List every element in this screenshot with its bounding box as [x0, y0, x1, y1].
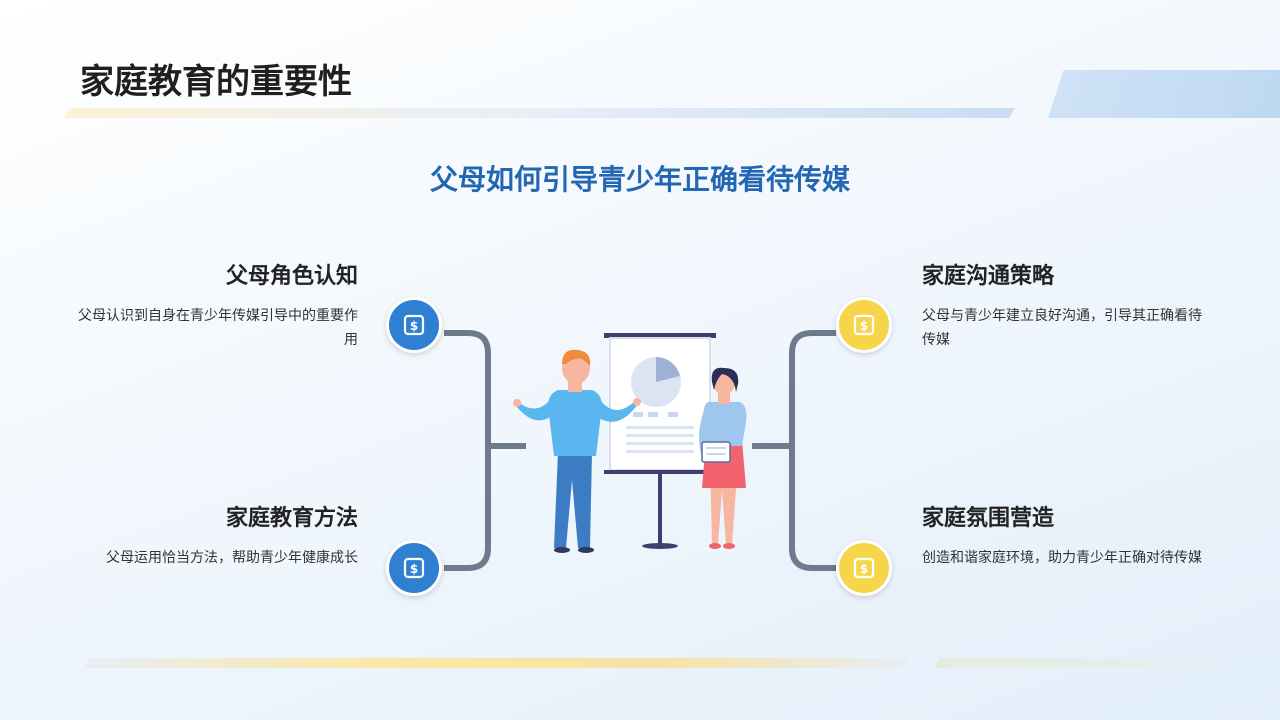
svg-text:$: $ — [860, 562, 868, 576]
tablet-money-icon: $ — [853, 557, 875, 579]
item-desc: 创造和谐家庭环境，助力青少年正确对待传媒 — [922, 550, 1202, 566]
svg-text:$: $ — [410, 319, 418, 333]
svg-text:$: $ — [860, 319, 868, 333]
communication-strategy-badge: $ — [836, 297, 892, 353]
tablet-money-icon: $ — [853, 314, 875, 336]
communication-strategy-block: 家庭沟通策略 父母与青少年建立良好沟通，引导其正确看待传媒 — [922, 262, 1212, 352]
role-cognition-block: 父母角色认知 父母认识到自身在青少年传媒引导中的重要作用 — [68, 262, 358, 352]
svg-text:$: $ — [410, 562, 418, 576]
role-cognition-badge: $ — [386, 297, 442, 353]
family-atmosphere-block: 家庭氛围营造 创造和谐家庭环境，助力青少年正确对待传媒 — [922, 504, 1212, 570]
presentation-illustration — [513, 333, 747, 553]
item-title: 家庭沟通策略 — [922, 264, 1055, 289]
bottom-decor-bar-short — [934, 658, 1220, 668]
page-title: 家庭教育的重要性 — [80, 62, 352, 102]
item-desc: 父母运用恰当方法，帮助青少年健康成长 — [106, 550, 358, 566]
left-connector — [444, 330, 491, 571]
education-method-block: 家庭教育方法 父母运用恰当方法，帮助青少年健康成长 — [68, 504, 358, 570]
education-method-badge: $ — [386, 540, 442, 596]
item-title: 家庭氛围营造 — [922, 506, 1055, 531]
item-desc: 父母认识到自身在青少年传媒引导中的重要作用 — [78, 308, 358, 348]
tablet-money-icon: $ — [403, 314, 425, 336]
section-subtitle: 父母如何引导青少年正确看待传媒 — [429, 163, 850, 196]
item-title: 家庭教育方法 — [225, 506, 358, 531]
item-desc: 父母与青少年建立良好沟通，引导其正确看待传媒 — [922, 308, 1202, 348]
family-atmosphere-badge: $ — [836, 540, 892, 596]
bottom-decor-bar — [84, 658, 910, 668]
right-connector — [789, 330, 836, 571]
tablet-money-icon: $ — [403, 557, 425, 579]
item-title: 父母角色认知 — [225, 264, 358, 289]
